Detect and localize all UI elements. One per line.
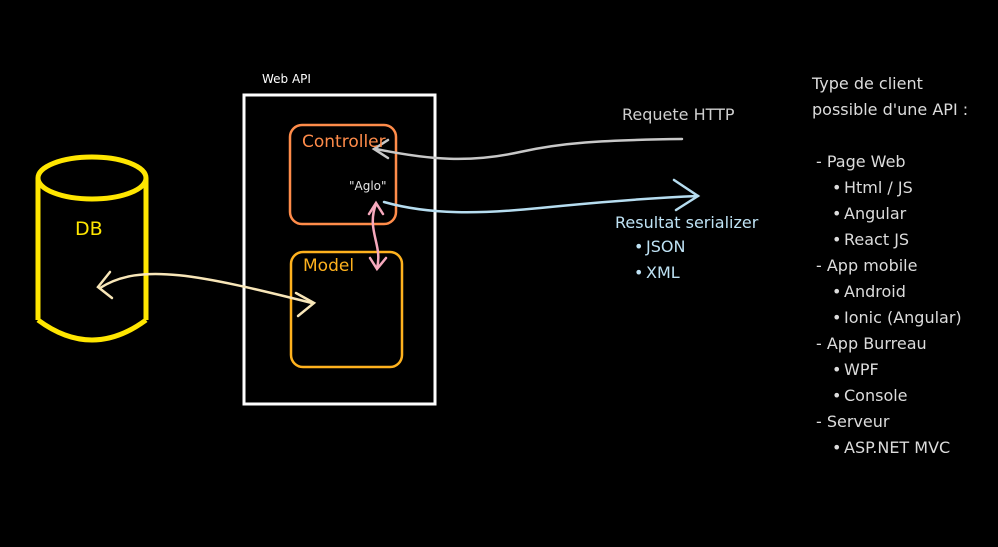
bullet-icon: • — [832, 204, 842, 223]
result-format-item: •XML — [634, 260, 685, 286]
client-types-panel: Type de client possible d'une API : - Pa… — [812, 71, 968, 461]
controller-data-label: "Aglo" — [349, 179, 387, 193]
bullet-icon: • — [832, 230, 842, 249]
client-item: •Ionic (Angular) — [812, 305, 968, 331]
web-api-label: Web API — [262, 72, 311, 86]
bullet-icon: • — [832, 308, 842, 327]
client-item: •Console — [812, 383, 968, 409]
request-label: Requete HTTP — [622, 105, 735, 124]
controller-model-arrow — [367, 200, 388, 272]
client-item: •WPF — [812, 357, 968, 383]
bullet-icon: • — [832, 438, 842, 457]
db-cylinder — [35, 154, 149, 343]
web-api-box — [242, 93, 437, 406]
client-category-app-mobile: - App mobile — [816, 256, 918, 275]
client-item: •React JS — [812, 227, 968, 253]
model-box — [289, 250, 404, 369]
client-types-title-line1: Type de client — [812, 74, 923, 93]
client-category-page-web: - Page Web — [816, 152, 906, 171]
client-item: •Html / JS — [812, 175, 968, 201]
client-item: •Android — [812, 279, 968, 305]
result-label: Resultat serializer — [615, 213, 759, 232]
bullet-icon: • — [634, 263, 644, 282]
result-format-list: •JSON •XML — [634, 234, 685, 286]
client-category-app-burreau: - App Burreau — [816, 334, 927, 353]
result-format-item: •JSON — [634, 234, 685, 260]
client-types-title-line2: possible d'une API : — [812, 100, 969, 119]
bullet-icon: • — [832, 282, 842, 301]
client-item: •Angular — [812, 201, 968, 227]
request-arrow — [371, 137, 684, 161]
response-arrow — [382, 178, 701, 214]
controller-label: Controller — [302, 132, 386, 152]
db-model-arrow — [96, 270, 317, 318]
db-label: DB — [75, 218, 103, 240]
bullet-icon: • — [832, 386, 842, 405]
bullet-icon: • — [634, 237, 644, 256]
model-label: Model — [303, 256, 355, 276]
client-item: •ASP.NET MVC — [812, 435, 968, 461]
bullet-icon: • — [832, 360, 842, 379]
controller-box — [288, 123, 398, 226]
client-category-serveur: - Serveur — [816, 412, 890, 431]
bullet-icon: • — [832, 178, 842, 197]
